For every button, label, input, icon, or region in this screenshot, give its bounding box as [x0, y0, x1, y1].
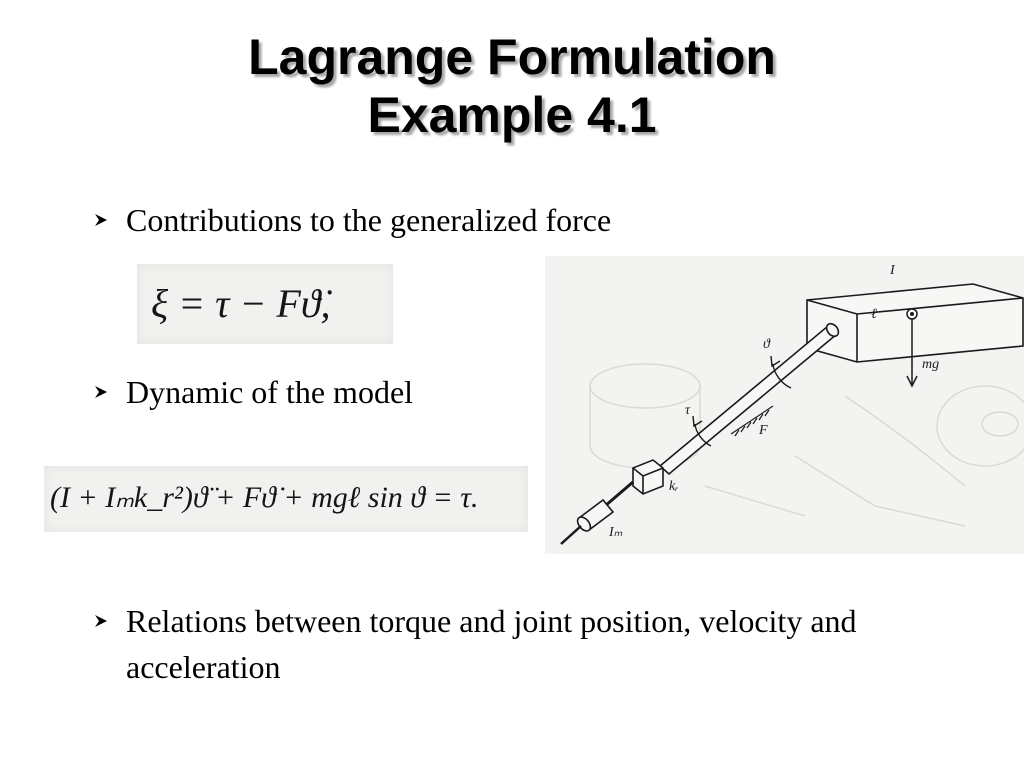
mechanism-figure: I ℓ mg ϑ τ F kᵣ Iₘ [545, 256, 1024, 554]
gearbox [632, 459, 664, 495]
friction-hatch [730, 405, 774, 437]
shaft [658, 322, 840, 476]
bullet-text: Relations between torque and joint posit… [126, 603, 857, 685]
equation-text: ξ = τ − Fϑ̇, [151, 281, 331, 326]
equation-dynamic-model: (I + Iₘk_r²)ϑ̈ + Fϑ̇ + mgℓ sin ϑ = τ. [44, 466, 528, 532]
label-F: F [758, 423, 768, 438]
motor-rotor [576, 498, 615, 532]
arrow-bullet-icon [95, 386, 107, 398]
label-l: ℓ [871, 307, 877, 322]
title-line-1: Lagrange Formulation [248, 29, 776, 85]
background-sketch [589, 363, 1024, 527]
label-I: I [889, 263, 896, 278]
motor-shaft [604, 480, 634, 508]
bullet-text: Dynamic of the model [126, 374, 414, 410]
label-kr: kᵣ [669, 479, 679, 494]
bullet-generalized-force: Contributions to the generalized force [92, 197, 772, 243]
label-mg: mg [922, 357, 939, 372]
label-theta: ϑ [763, 337, 771, 352]
arrow-bullet-icon [95, 615, 107, 627]
title-line-2: Example 4.1 [367, 87, 657, 143]
slide-title: Lagrange Formulation Example 4.1 [0, 28, 1024, 144]
label-tau: τ [685, 403, 691, 418]
bullet-dynamic-model: Dynamic of the model [92, 369, 532, 415]
equation-text: (I + Iₘk_r²)ϑ̈ + Fϑ̇ + mgℓ sin ϑ = τ. [50, 481, 479, 514]
link-motor-diagram: I ℓ mg ϑ τ F kᵣ Iₘ [560, 263, 1024, 545]
bullet-text: Contributions to the generalized force [126, 202, 612, 238]
tau-torque-icon [694, 423, 712, 447]
label-Im: Iₘ [608, 525, 623, 540]
theta-rotation-icon [772, 363, 792, 389]
bullet-relations: Relations between torque and joint posit… [92, 598, 892, 690]
equation-generalized-force: ξ = τ − Fϑ̇, [137, 264, 393, 344]
link-body [806, 283, 1024, 363]
arrow-bullet-icon [95, 214, 107, 226]
